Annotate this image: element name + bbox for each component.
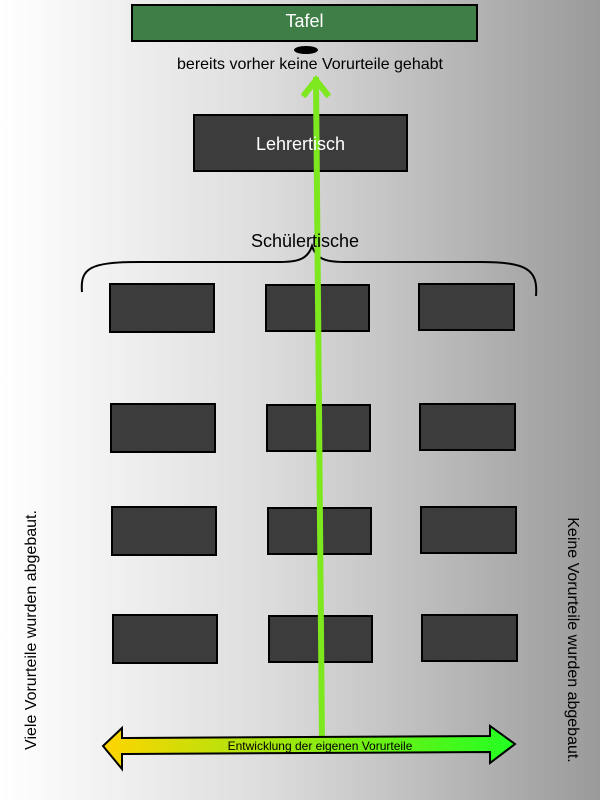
- student-desks-label: Schülertische: [250, 231, 360, 251]
- top-caption: bereits vorher keine Vorurteile gehabt: [177, 56, 443, 73]
- student-desks: [109, 283, 518, 664]
- student-desk: [112, 614, 218, 664]
- blackboard-label: Tafel: [285, 11, 324, 31]
- teacher-desk-label: Lehrertisch: [255, 134, 346, 154]
- right-side-label: Keine Vorurteile wurden abgebaut.: [564, 517, 581, 763]
- scale-arrow-label: Entwicklung der eigenen Vorurteile: [227, 739, 413, 753]
- student-desk: [110, 403, 216, 453]
- student-desk: [418, 283, 515, 331]
- student-desk: [419, 403, 516, 451]
- student-desk: [109, 283, 215, 333]
- student-desk: [420, 506, 517, 554]
- blackboard: [131, 4, 478, 42]
- student-desk: [111, 506, 217, 556]
- student-desk: [421, 614, 518, 662]
- double-arrow-scale: [101, 724, 517, 772]
- left-side-label: Viele Vorurteile wurden abgebaut.: [23, 510, 40, 750]
- progress-path-arrow: [300, 75, 332, 746]
- teacher-desk: [193, 114, 408, 172]
- endpoint-marker: [294, 46, 318, 54]
- curly-brace: [80, 242, 538, 297]
